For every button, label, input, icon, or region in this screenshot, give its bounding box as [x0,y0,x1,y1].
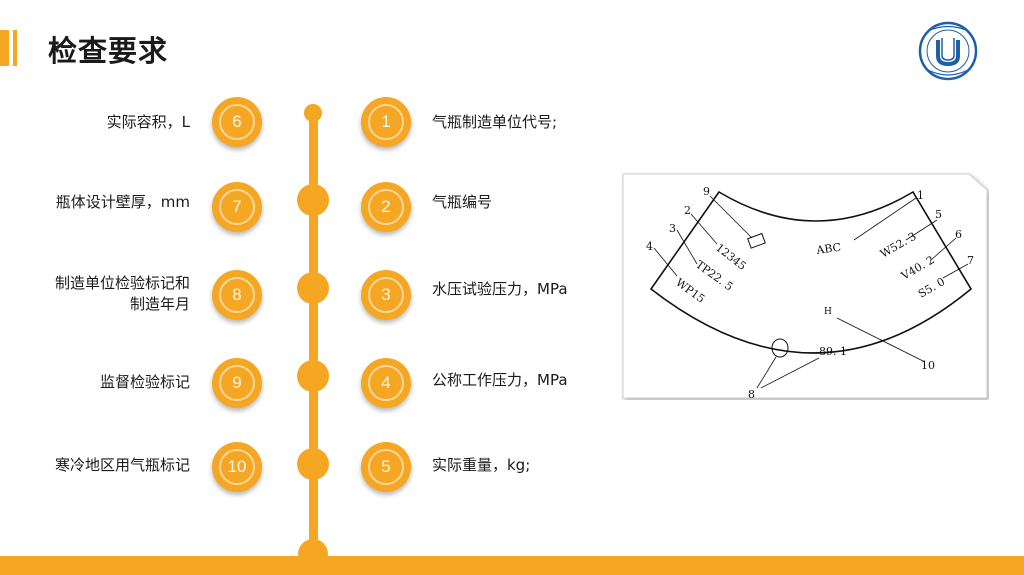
item-label-10: 寒冷地区用气瓶标记 [54,456,190,474]
number-circle-9: 9 [212,358,262,408]
number-circle-label: 9 [232,373,242,392]
item-label-3: 水压试验压力，MPa [432,280,568,298]
shoulder-outline [649,190,973,354]
stamp-date: 89. 1 [819,345,847,358]
callout-6: 6 [955,228,962,241]
university-logo [918,21,978,81]
number-circle-2: 2 [361,182,411,232]
number-circle-7: 7 [212,182,262,232]
diagram-card [622,173,988,399]
number-circle-label: 6 [232,112,242,131]
item-label-5: 实际重量，kg; [432,456,531,474]
title-accent-bar [0,30,20,66]
number-circle-6: 6 [212,97,262,147]
item-label-8: 制造单位检验标记和 制造年月 [55,273,190,315]
number-circle-1: 1 [361,97,411,147]
callout-2: 2 [684,204,691,217]
callout-7: 7 [967,254,974,267]
cylinder-stamp-diagram: 9 2 3 4 1 5 6 7 10 8 12345 TP22. 5 WP15 … [622,173,988,400]
accent-bar-thin [13,30,17,66]
callout-3: 3 [669,222,676,235]
number-circle-label: 5 [381,457,391,476]
timeline-knob [297,184,329,216]
callout-4: 4 [646,240,653,253]
number-circle-label: 10 [227,457,247,476]
item-label-6: 实际容积，L [106,113,190,131]
number-circle-label: 4 [381,373,391,392]
item-label-2: 气瓶编号 [432,193,493,211]
stamp-box [747,232,766,249]
item-label-4: 公称工作压力，MPa [432,371,568,389]
timeline-knob-top [304,104,322,122]
callout-10: 10 [921,359,935,372]
callout-8: 8 [748,388,755,400]
timeline-knob [297,360,329,392]
number-circle-label: 2 [381,197,391,216]
number-circle-label: 1 [381,112,391,131]
item-label-9: 监督检验标记 [99,373,190,391]
number-circle-10: 10 [212,442,262,492]
number-circle-label: 3 [381,285,391,304]
number-circle-3: 3 [361,270,411,320]
item-label-1: 气瓶制造单位代号; [432,113,558,131]
number-circle-8: 8 [212,270,262,320]
timeline-knob [297,272,329,304]
number-circle-label: 8 [232,285,242,304]
number-circle-4: 4 [361,358,411,408]
stamp-h: H [824,307,832,317]
number-circle-label: 7 [232,197,242,216]
timeline-spine [309,110,318,558]
callout-9: 9 [703,185,710,198]
page-title: 检查要求 [48,34,169,68]
callout-1: 1 [917,189,924,202]
callout-5: 5 [935,208,942,221]
timeline-knob [297,448,329,480]
accent-bar-thick [0,30,9,66]
stamp-circle [771,338,789,358]
item-label-8-line1: 制造单位检验标记和 [54,274,190,292]
item-label-7: 瓶体设计壁厚，mm [55,193,190,211]
item-label-8-line2: 制造年月 [129,295,190,313]
number-circle-5: 5 [361,442,411,492]
bottom-bar [0,556,1024,575]
stamp-abc: ABC [815,241,842,257]
